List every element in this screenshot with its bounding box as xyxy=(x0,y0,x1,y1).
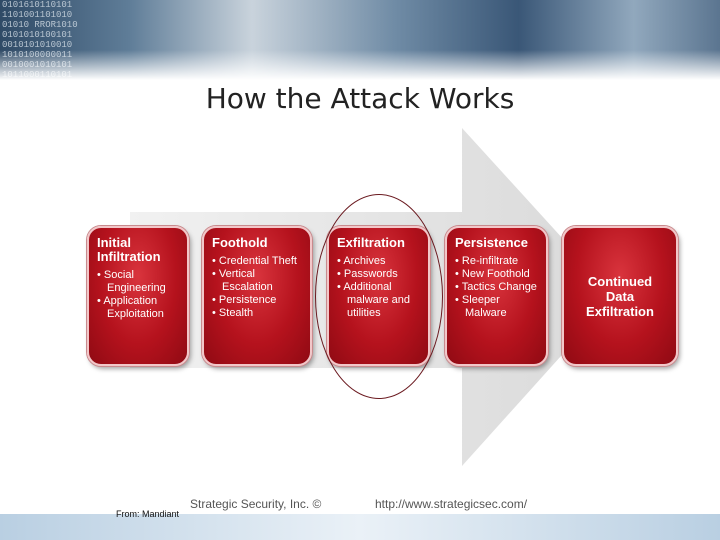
copyright-text: Strategic Security, Inc. © xyxy=(190,497,322,511)
stage-item: Application Exploitation xyxy=(97,295,179,321)
stage-items: Social Engineering Application Exploitat… xyxy=(97,269,179,321)
stage-item: Vertical Escalation xyxy=(212,268,302,294)
stage-continued-data-exfiltration: Continued Data Exfiltration xyxy=(562,226,678,366)
stage-item: Social Engineering xyxy=(97,269,179,295)
stage-item: Stealth xyxy=(212,307,302,320)
stage-item: Re-infiltrate xyxy=(455,255,538,268)
highlight-ellipse xyxy=(315,194,443,399)
stage-items: Credential Theft Vertical Escalation Per… xyxy=(212,255,302,320)
stage-title: Initial Infiltration xyxy=(97,235,161,264)
stage-persistence: Persistence Re-infiltrate New Foothold T… xyxy=(445,226,548,366)
stage-item: New Foothold xyxy=(455,268,538,281)
stage-initial-infiltration: Initial Infiltration Social Engineering … xyxy=(87,226,189,366)
stage-title: Continued Data Exfiltration xyxy=(586,273,654,319)
slide-title: How the Attack Works xyxy=(205,82,515,115)
banner-fade xyxy=(0,50,720,80)
stage-item: Tactics Change xyxy=(455,281,538,294)
website-url: http://www.strategicsec.com/ xyxy=(375,497,528,511)
stage-title: Foothold xyxy=(212,235,268,250)
stage-items: Re-infiltrate New Foothold Tactics Chang… xyxy=(455,255,538,320)
stage-item: Persistence xyxy=(212,294,302,307)
stage-title: Persistence xyxy=(455,235,528,250)
stage-item: Sleeper Malware xyxy=(455,294,538,320)
stage-item: Credential Theft xyxy=(212,255,302,268)
stage-foothold: Foothold Credential Theft Vertical Escal… xyxy=(202,226,312,366)
header-banner-image: 0101610110101 1101001101010 01010 RROR10… xyxy=(0,0,720,80)
source-credit: From: Mandiant xyxy=(116,509,180,519)
footer-band xyxy=(0,514,720,540)
